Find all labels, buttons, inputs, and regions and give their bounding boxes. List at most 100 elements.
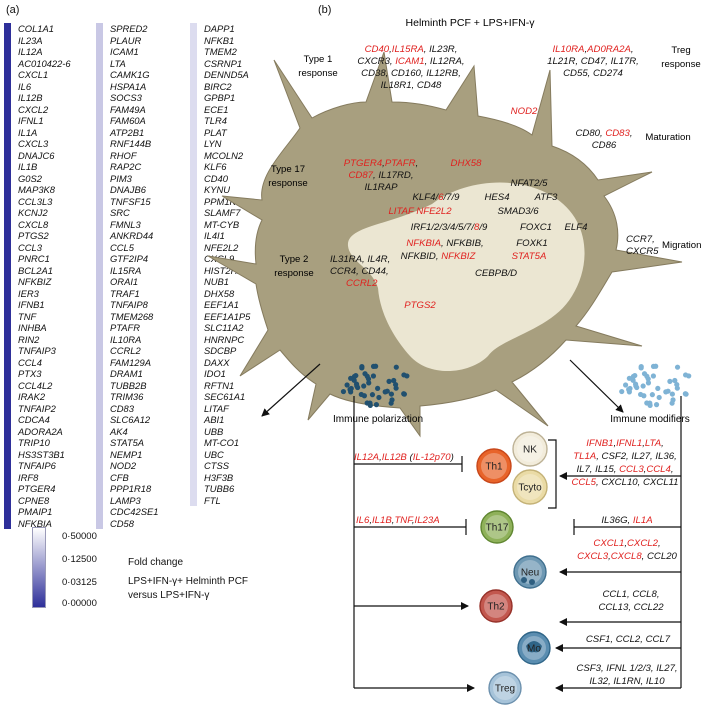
gene-label: CXCL2	[18, 103, 49, 115]
nucleus	[347, 182, 585, 372]
panel-b-label: (b)	[318, 4, 332, 16]
legend-tick-4: 0·00000	[62, 598, 97, 609]
modifier-dot	[630, 377, 636, 383]
legend-tick-1: 0·50000	[62, 531, 97, 542]
modifier-dot	[622, 382, 629, 388]
modifier-dot	[638, 364, 644, 370]
modifier-dot	[647, 402, 653, 408]
gene-label: IL12A	[18, 46, 43, 57]
gene-label: IDO1	[204, 368, 226, 379]
polarization-dot	[375, 385, 381, 392]
gene-label: LTA	[110, 57, 126, 69]
gene-label: HSPA1A	[110, 80, 147, 92]
gene-label: PTGER4	[18, 483, 56, 494]
gene-label: PLAUR	[110, 34, 142, 46]
gene-label: GPBP1	[204, 92, 236, 103]
panel-b-title: Helminth PCF + LPS+IFN-γ	[406, 17, 536, 29]
gene-label: IL12B	[18, 92, 43, 103]
gene-label: DRAM1	[110, 368, 143, 379]
gene-label: CCL4L2	[18, 379, 53, 391]
modifier-dot	[640, 383, 646, 389]
gene-label: NFKBIA	[18, 517, 52, 529]
legend-subtitle-line1: LPS+IFN-γ+ Helminth PCF	[128, 576, 249, 587]
gene-label: PTX3	[18, 368, 42, 379]
cell-label: Mo	[527, 644, 541, 655]
legend-title: Fold change	[128, 557, 184, 568]
modifier-dot	[670, 397, 676, 403]
gene-label: TUBB2B	[110, 379, 147, 391]
gene-label: DENND5A	[204, 69, 249, 80]
gene-label: RHOF	[110, 149, 137, 161]
polarization-dot	[344, 382, 350, 388]
cell-tcyto: Tcyto	[512, 469, 548, 505]
gene-label: COL1A1	[18, 23, 54, 34]
gene-label: TRIP10	[18, 437, 50, 448]
gene-label: CPNE8	[18, 494, 50, 506]
gene-label: AK4	[110, 425, 128, 437]
treg-genes-3: CD55, CD274	[563, 68, 623, 79]
gene-label: TRIM36	[110, 391, 144, 402]
treg-factors-1: CSF3, IFNL 1/2/3, IL27,	[576, 663, 677, 674]
gene-label: DNAJC6	[18, 149, 55, 161]
cell-label: Th1	[485, 462, 503, 473]
gene-label: IL15RA	[110, 264, 142, 276]
maturation-genes-1: CD80, CD83,	[575, 128, 632, 139]
treg-genes-1: IL10RA,AD0RA2A,	[552, 44, 633, 55]
gene-label: DNAJB6	[110, 184, 146, 195]
cell-th1: Th1	[476, 448, 512, 484]
gene-label: PTGS2	[18, 230, 49, 241]
gene-label: AC010422-6	[18, 57, 71, 69]
gene-label: RFTN1	[204, 379, 235, 391]
gene-label: MT-CO1	[204, 437, 240, 448]
tf-nfkbia: NFKBIA, NFKBIB,	[406, 238, 483, 249]
gene-label: CD58	[110, 517, 134, 529]
gene-label: MAP3K8	[18, 184, 55, 195]
tf-hes4: HES4	[484, 192, 509, 203]
gene-label: INHBA	[18, 322, 47, 333]
modifier-dot	[669, 391, 675, 397]
mo-factors: CSF1, CCL2, CCL7	[586, 634, 671, 645]
type17-label: Type 17	[271, 164, 305, 175]
modifier-dot	[645, 380, 652, 386]
type2-genes-3: CCRL2	[346, 278, 378, 289]
gene-label: G0S2	[18, 172, 42, 184]
gene-label: PTAFR	[110, 322, 141, 333]
gene-label: CD83	[110, 402, 134, 414]
migration-genes-1: CCR7,	[626, 234, 655, 245]
gene-label: IL1B	[18, 161, 38, 172]
th2-chemokines-1: CCL1, CCL8,	[602, 589, 659, 600]
cell-label: NK	[523, 445, 537, 456]
gene-label: TMEM268	[110, 310, 154, 322]
gene-label: DHX58	[204, 287, 235, 299]
treg-label: Treg	[671, 45, 690, 56]
polarization-dot	[401, 391, 407, 397]
tf-foxk1: FOXK1	[516, 238, 547, 249]
gene-label: PIM3	[110, 172, 132, 184]
polarization-dot	[366, 380, 372, 386]
gene-label: LYN	[204, 138, 222, 149]
gene-label: HNRNPC	[204, 333, 245, 345]
polarization-dot	[369, 392, 376, 398]
polarization-dot	[354, 383, 360, 389]
cell-th17: Th17	[480, 510, 514, 544]
gene-label: CCRL2	[110, 345, 141, 356]
cell-th2: Th2	[479, 589, 513, 623]
gene-label: SOCS3	[110, 92, 142, 103]
gene-label: TNFAIP2	[18, 402, 56, 414]
gene-label: CCL5	[110, 241, 134, 253]
modifier-dot	[667, 378, 673, 384]
tf-atf3: ATF3	[534, 192, 558, 203]
gene-label: EEF1A1	[204, 299, 239, 310]
gene-label: KLF6	[204, 161, 227, 172]
gene-label: H3F3B	[204, 471, 234, 483]
gene-label: IL4I1	[204, 230, 225, 241]
gene-label: IRF8	[18, 471, 39, 483]
polarization-dot	[340, 388, 347, 395]
type1-genes-2: CXCR3, ICAM1, IL12RA,	[357, 56, 464, 67]
cell-label: Neu	[521, 568, 539, 579]
gene-label: ATP2B1	[110, 126, 145, 138]
immune-polarization-label: Immune polarization	[333, 414, 423, 425]
gene-label: PNRC1	[18, 253, 50, 264]
gene-label: NFKB1	[204, 34, 235, 46]
th17-inhibitors: IL36G, IL1A	[601, 515, 652, 526]
